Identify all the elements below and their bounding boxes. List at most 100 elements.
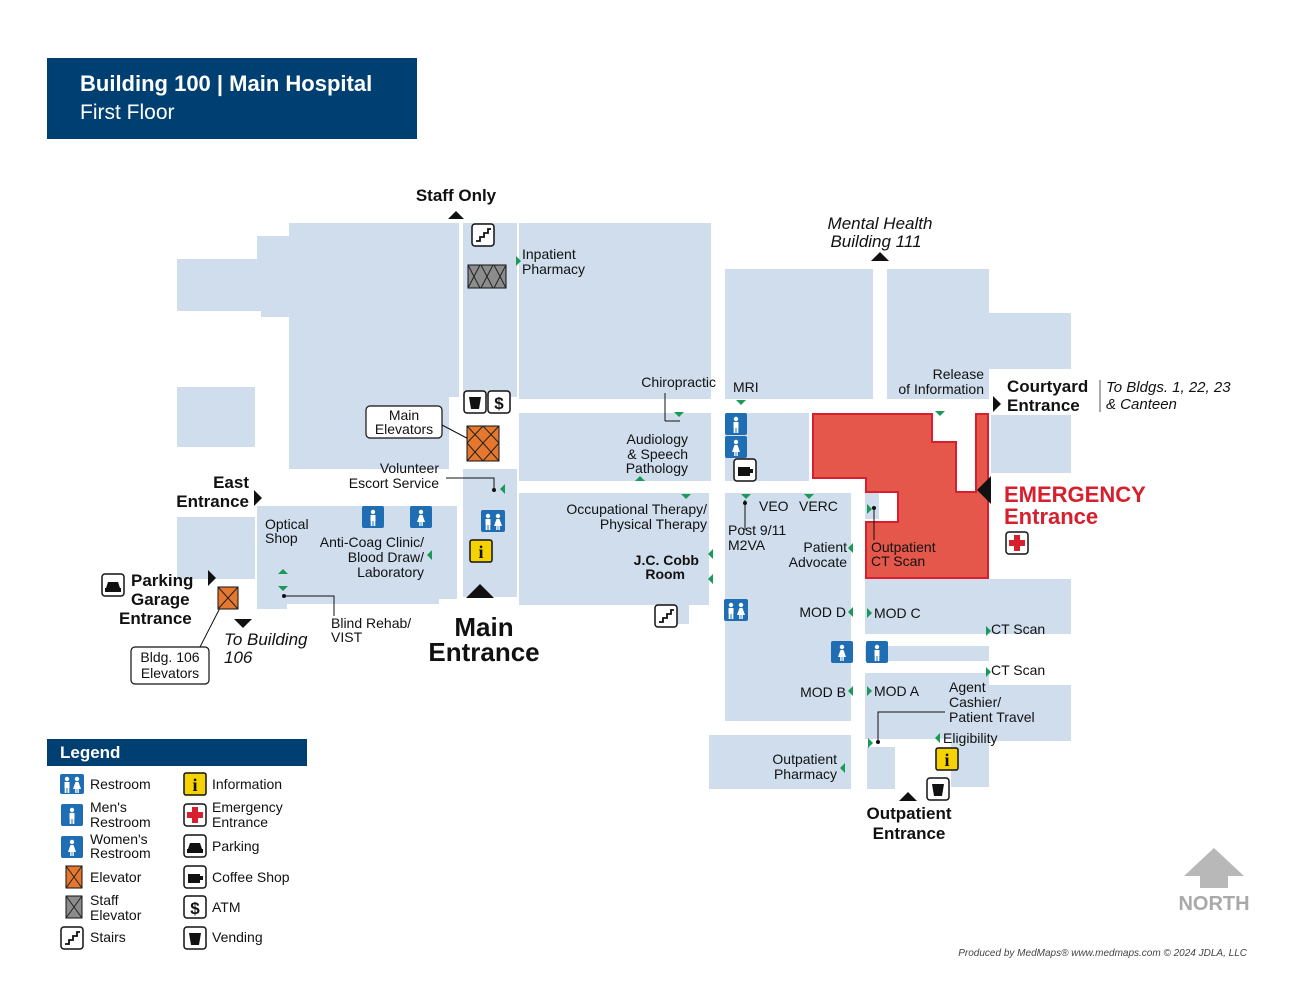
mod-c-label: MOD C [874, 605, 921, 621]
optical-label-1: Optical [265, 516, 309, 532]
legend-atm: ATM [212, 899, 241, 915]
outpatient-ct-label-2: CT Scan [871, 553, 925, 569]
coffee-icon [183, 865, 207, 889]
svg-text:$: $ [190, 899, 200, 918]
vending-icon [926, 777, 950, 801]
parking-icon [183, 834, 207, 858]
mens-restroom-icon [725, 413, 747, 435]
emergency-icon [1005, 531, 1029, 555]
staff-only-label: Staff Only [416, 186, 497, 205]
to-building-106-label-2: 106 [224, 648, 253, 667]
building-title: Building 100 | Main Hospital [80, 71, 373, 96]
patient-advocate-label-1: Patient [803, 539, 847, 555]
legend-staff-elevator-2: Elevator [90, 907, 142, 923]
building-footprint [175, 221, 1073, 791]
agent-cashier-label-3: Patient Travel [949, 709, 1035, 725]
vending-icon [183, 926, 207, 950]
anticoag-label-3: Laboratory [357, 564, 424, 580]
jc-cobb-label-1: J.C. Cobb [634, 552, 699, 568]
womens-restroom-icon [725, 436, 747, 458]
ct-scan-1-label: CT Scan [991, 621, 1045, 637]
floor-title: First Floor [80, 101, 175, 124]
bldg106-elevators-label-1: Bldg. 106 [140, 649, 199, 665]
legend-parking: Parking [212, 838, 259, 854]
information-icon: i [183, 772, 207, 796]
release-info-label-2: of Information [898, 381, 984, 397]
occupational-label-1: Occupational Therapy/ [566, 501, 707, 517]
mens-restroom-icon [362, 506, 384, 528]
verc-label: VERC [799, 498, 838, 514]
main-elevator-icon [466, 425, 500, 462]
legend-restroom: Restroom [90, 776, 151, 792]
legend-coffee: Coffee Shop [212, 869, 290, 885]
legend-mens-1: Men's [90, 799, 127, 815]
atm-icon: $ [183, 895, 207, 919]
parking-arrow-icon [208, 570, 216, 586]
main-elevators-label-1: Main [389, 407, 419, 423]
outpatient-entrance-label-1: Outpatient [867, 804, 952, 823]
volunteer-label-1: Volunteer [380, 460, 439, 476]
blind-rehab-label-2: VIST [331, 629, 363, 645]
volunteer-label-2: Escort Service [349, 475, 439, 491]
inpatient-pharmacy-label-1: Inpatient [522, 246, 576, 262]
ct-scan-2-label: CT Scan [991, 662, 1045, 678]
audiology-label-1: Audiology [627, 431, 689, 447]
outpatient-pharmacy-label-1: Outpatient [772, 751, 837, 767]
anticoag-label-2: Blood Draw/ [348, 549, 424, 565]
audiology-label-2: & Speech [627, 446, 688, 462]
east-entrance-label-1: East [213, 473, 249, 492]
legend-womens-2: Restroom [90, 845, 151, 861]
staff-elevator-icon [467, 264, 507, 289]
chiropractic-label: Chiropractic [641, 374, 716, 390]
main-entrance-arrow-icon [466, 584, 494, 598]
patient-advocate-label-2: Advocate [789, 554, 848, 570]
emergency-department-area [812, 413, 989, 579]
audiology-label-3: Pathology [626, 460, 688, 476]
courtyard-note-2: & Canteen [1106, 396, 1177, 413]
to-building-106-label-1: To Building [224, 630, 308, 649]
mens-restroom-icon [866, 641, 888, 663]
elevator-icon [65, 865, 83, 889]
credit-line: Produced by MedMaps® www.medmaps.com © 2… [958, 948, 1248, 959]
parking-garage-label-2: Garage [131, 590, 190, 609]
agent-cashier-label-2: Cashier/ [949, 694, 1001, 710]
mental-health-arrow-icon [871, 252, 889, 261]
mental-health-label-1: Mental Health [828, 214, 933, 233]
restroom-icon [481, 510, 505, 532]
parking-garage-label-3: Entrance [119, 609, 192, 628]
main-elevators-label-2: Elevators [375, 421, 433, 437]
outpatient-pharmacy-label-2: Pharmacy [774, 766, 837, 782]
mri-label: MRI [733, 379, 759, 395]
legend-mens-2: Restroom [90, 814, 151, 830]
courtyard-arrow-icon [993, 396, 1001, 412]
blind-rehab-label-1: Blind Rehab/ [331, 615, 411, 631]
emergency-label-2: Entrance [1004, 504, 1098, 529]
main-entrance-label-1: Main [454, 612, 513, 642]
staff-only-arrow-icon [448, 211, 464, 219]
legend-vending: Vending [212, 929, 263, 945]
staff-elevator-icon [65, 895, 83, 919]
courtyard-note-1: To Bldgs. 1, 22, 23 [1106, 379, 1231, 396]
womens-restroom-icon [410, 506, 432, 528]
title-box: Building 100 | Main Hospital First Floor [47, 58, 417, 139]
bldg106-elevators-callout [130, 646, 210, 685]
north-arrow-icon [1184, 848, 1244, 888]
anticoag-label-1: Anti-Coag Clinic/ [320, 534, 424, 550]
outpatient-arrow-icon [899, 792, 917, 801]
eligibility-label: Eligibility [943, 730, 997, 746]
post911-label-2: M2VA [728, 537, 766, 553]
mod-b-label: MOD B [800, 684, 846, 700]
optical-label-2: Shop [265, 530, 298, 546]
restroom-icon [724, 599, 748, 621]
svg-text:i: i [192, 775, 197, 795]
agent-cashier-label-1: Agent [949, 679, 986, 695]
emergency-arrow-icon [977, 476, 991, 504]
building-106-elevator-icon [217, 586, 239, 610]
restroom-icon [60, 774, 84, 794]
building-106-arrow-icon [234, 619, 252, 628]
stairs-icon [60, 926, 84, 950]
main-entrance-label-2: Entrance [428, 637, 539, 667]
mental-health-label-2: Building 111 [830, 232, 921, 251]
vending-icon [463, 390, 487, 414]
